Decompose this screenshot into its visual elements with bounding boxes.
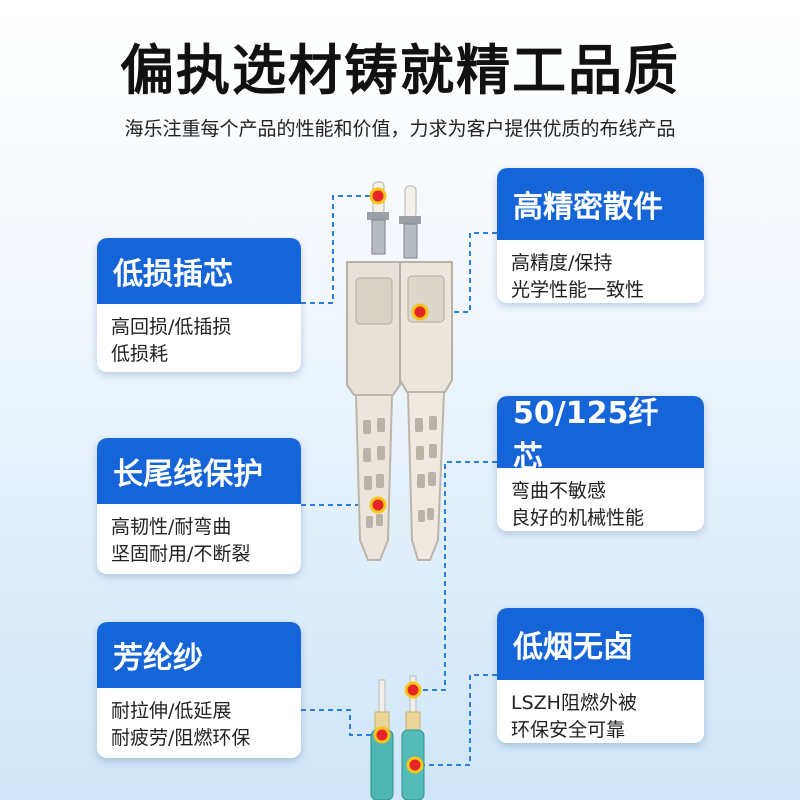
- marker-core: [404, 681, 422, 699]
- marker-tail: [369, 496, 387, 514]
- leader-line-low-loss: [301, 195, 378, 304]
- ferrule-pins: [367, 181, 421, 259]
- leader-line-aramid: [301, 709, 382, 736]
- feature-card-precision: 高精密散件 高精度/保持 光学性能一致性: [497, 168, 704, 303]
- feature-card-line: 耐疲劳/阻燃环保: [111, 727, 251, 749]
- feature-card-line: 高精度/保持: [511, 252, 613, 274]
- marker-low-loss: [369, 187, 387, 205]
- feature-card-title: 长尾线保护: [97, 438, 301, 504]
- feature-markers: [369, 187, 429, 774]
- leader-line-core: [415, 461, 497, 691]
- feature-card-aramid: 芳纶纱 耐拉伸/低延展 耐疲劳/阻燃环保: [97, 622, 301, 758]
- feature-card-line: 低损耗: [111, 343, 169, 365]
- feature-card-line: LSZH阻燃外被: [511, 692, 637, 714]
- marker-precision: [411, 303, 429, 321]
- page-subtitle: 海乐注重每个产品的性能和价值，力求为客户提供优质的布线产品: [124, 118, 676, 140]
- sc-connectors: [346, 261, 453, 561]
- feature-card-title: 50/125纤芯: [497, 396, 704, 475]
- marker-aramid: [373, 726, 391, 744]
- feature-card-tail: 长尾线保护 高韧性/耐弯曲 坚固耐用/不断裂: [97, 438, 301, 574]
- feature-card-line: 坚固耐用/不断裂: [111, 543, 251, 565]
- feature-card-low-loss: 低损插芯 高回损/低插损 低损耗: [97, 238, 301, 372]
- feature-card-line: 环保安全可靠: [511, 719, 626, 741]
- feature-card-title: 芳纶纱: [97, 622, 301, 688]
- feature-card-line: 光学性能一致性: [511, 279, 645, 301]
- feature-card-title: 低烟无卤: [497, 608, 704, 680]
- leader-line-smoke: [418, 674, 497, 766]
- feature-card-title: 低损插芯: [97, 238, 301, 304]
- feature-card-core: 50/125纤芯 弯曲不敏感 良好的机械性能: [497, 396, 704, 531]
- feature-card-title: 高精密散件: [497, 168, 704, 240]
- feature-card-line: 良好的机械性能: [511, 507, 645, 529]
- page-title: 偏执选材铸就精工品质: [120, 39, 680, 102]
- marker-smoke: [406, 756, 424, 774]
- feature-card-smoke: 低烟无卤 LSZH阻燃外被 环保安全可靠: [497, 608, 704, 743]
- feature-card-line: 弯曲不敏感: [511, 480, 607, 502]
- feature-card-line: 耐拉伸/低延展: [111, 700, 232, 722]
- feature-card-line: 高回损/低插损: [111, 316, 232, 338]
- feature-card-line: 高韧性/耐弯曲: [111, 516, 232, 538]
